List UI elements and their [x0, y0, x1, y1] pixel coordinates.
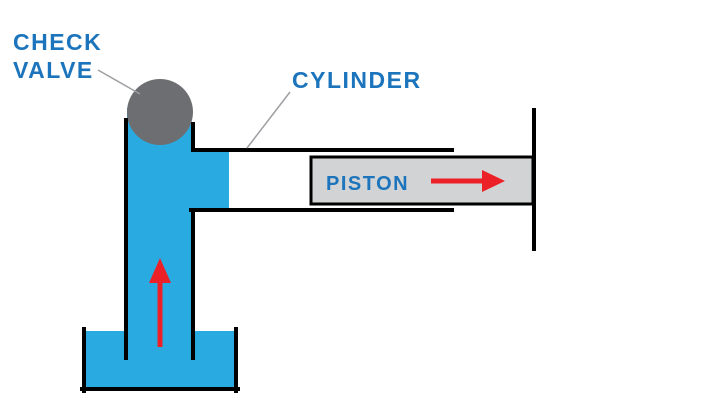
check-valve-label-line2: VALVE	[13, 57, 94, 83]
fluid-cylinder-inlet	[191, 152, 229, 208]
piston-right-arrow-head	[482, 170, 505, 192]
check-valve-leader-line	[97, 69, 141, 95]
flow-up-arrow-head	[149, 258, 171, 283]
pipe-and-cylinder-walls	[80, 118, 454, 393]
flow-up-arrow-icon	[149, 258, 171, 347]
piston-body	[309, 155, 535, 206]
cylinder-leader-line	[246, 91, 291, 149]
check-valve-label-line1: CHECK	[13, 29, 102, 55]
cylinder-label: CYLINDER	[292, 67, 422, 93]
check-valve-ball	[127, 79, 193, 145]
piston-right-arrow-icon	[431, 170, 505, 192]
piston-label: PISTON	[326, 173, 409, 195]
